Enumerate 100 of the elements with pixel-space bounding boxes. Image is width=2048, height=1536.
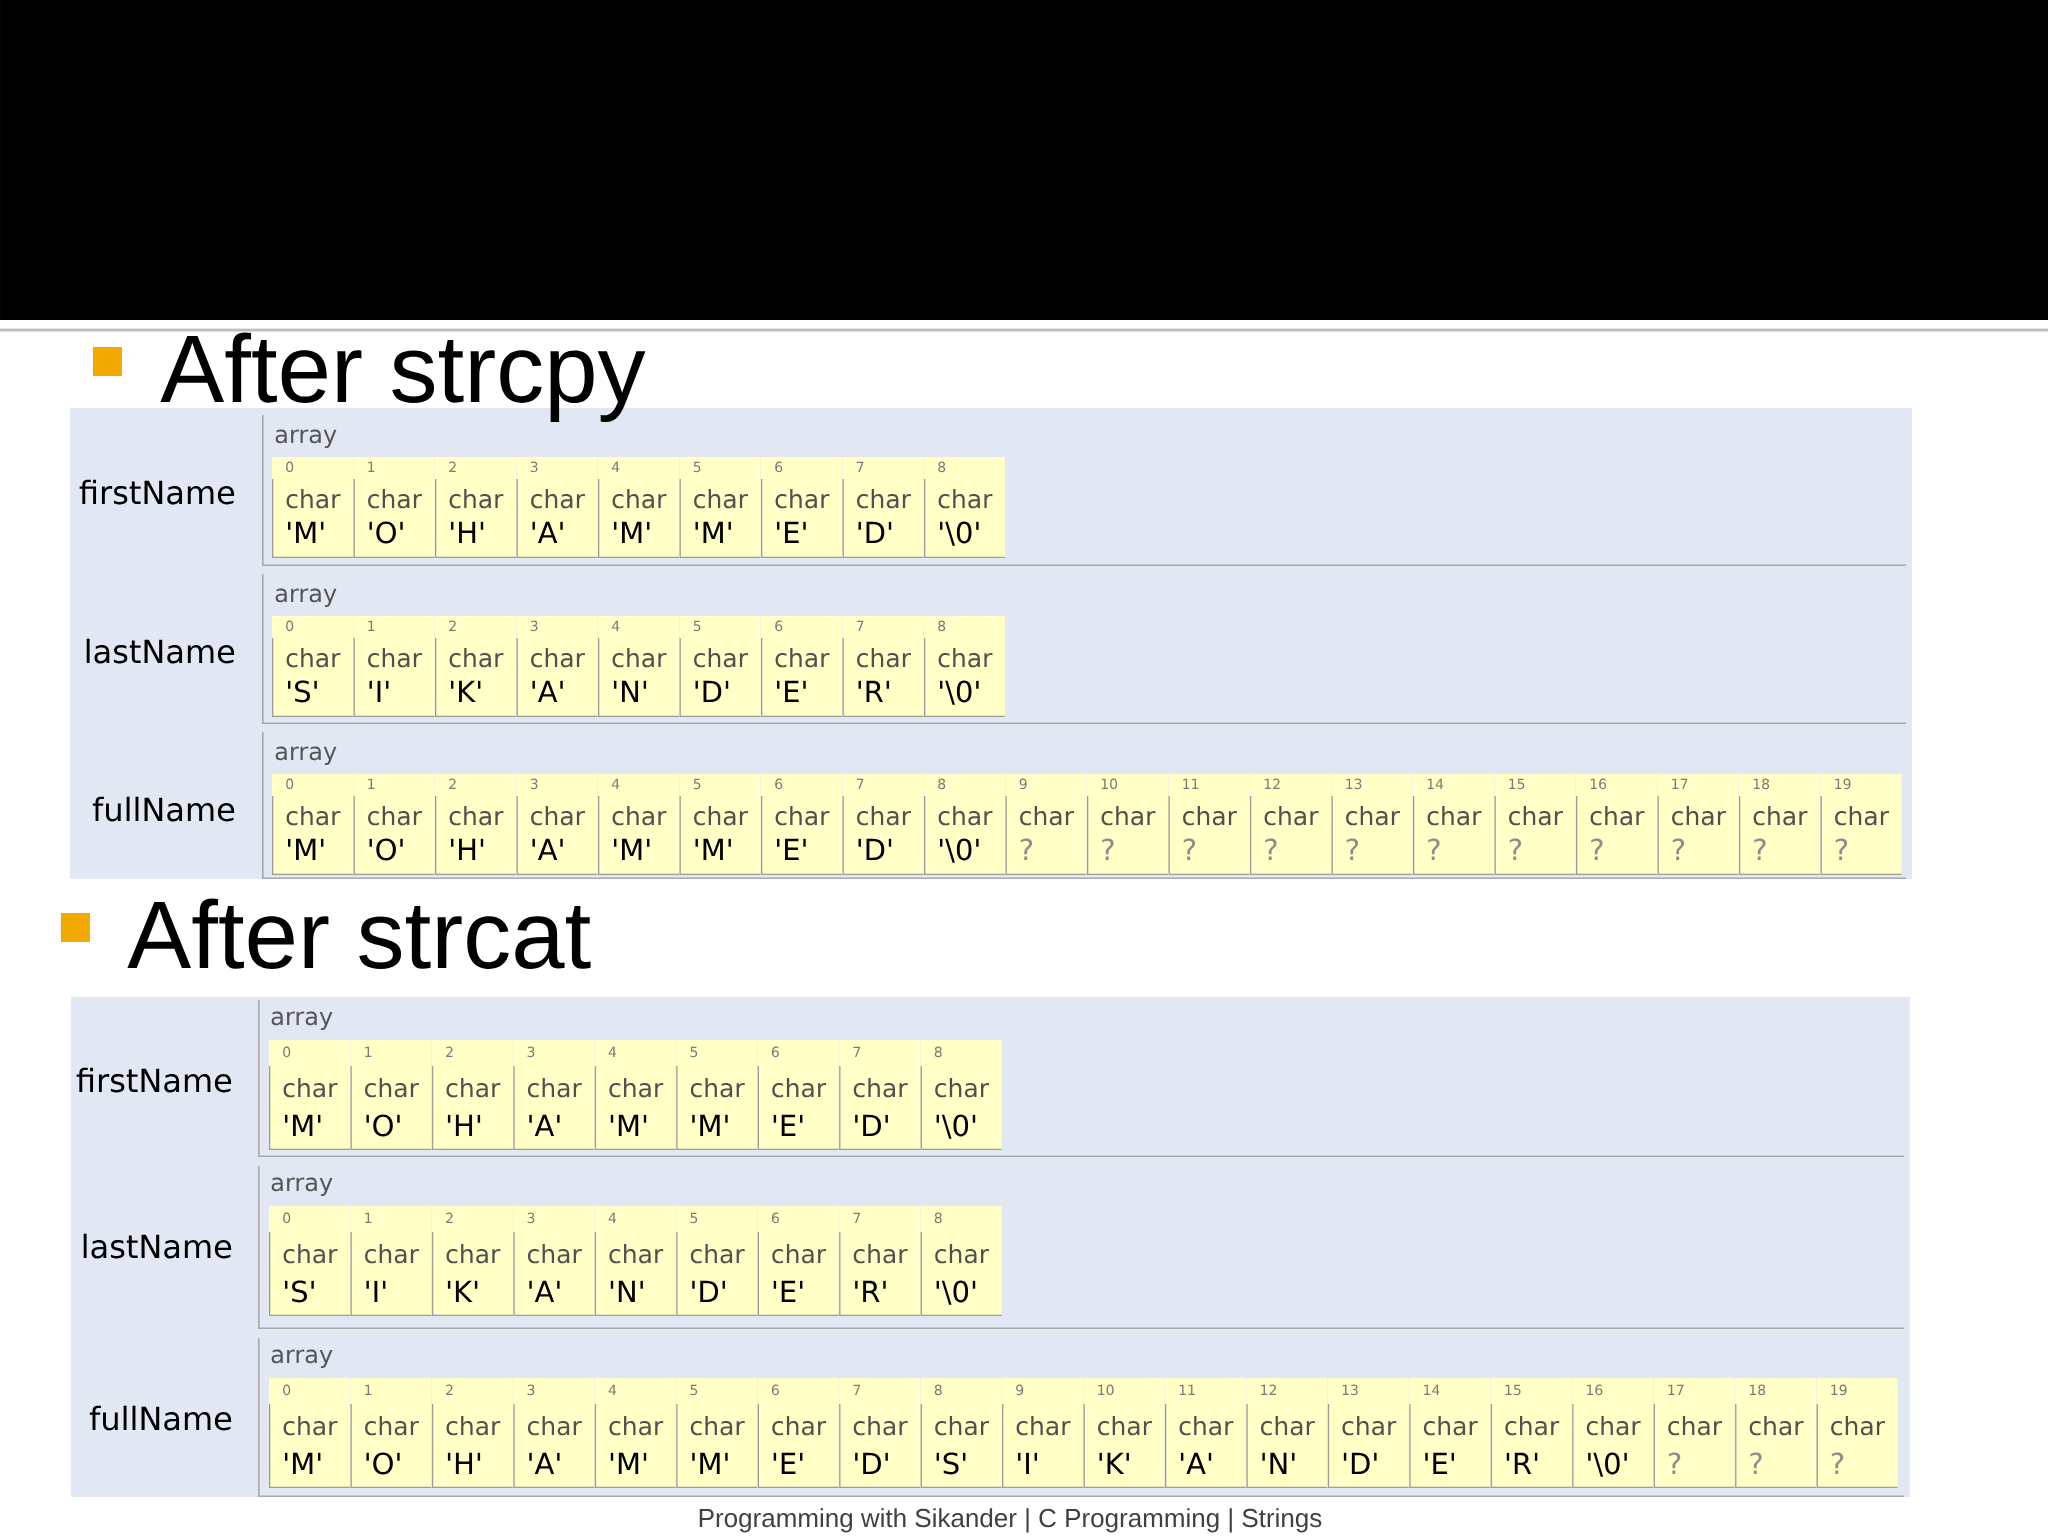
index-number: 12 (1261, 1384, 1277, 1395)
cell-value: 'M' (285, 1114, 321, 1136)
array-cell (757, 1378, 840, 1488)
index-number: 11 (1179, 1384, 1195, 1395)
type-label: char (368, 806, 422, 826)
index-number: 9 (1016, 1384, 1024, 1396)
array-cell (272, 616, 354, 717)
array-cell (676, 1206, 758, 1316)
index-number: 18 (1749, 1384, 1766, 1396)
array-cell (1164, 1378, 1247, 1488)
cell-value: 'M' (692, 1114, 728, 1136)
cell-value: 'D' (855, 1452, 888, 1474)
type-label: char (772, 1244, 827, 1264)
array-cell (269, 1206, 351, 1316)
type-label: char (527, 1416, 582, 1436)
type-label: char (1264, 806, 1319, 826)
index-number: 3 (530, 620, 538, 632)
array-cell (842, 616, 925, 717)
cell-value: '\0' (936, 1114, 976, 1139)
cell-value: '\0' (940, 521, 979, 546)
type-label: char (775, 806, 830, 826)
type-label: char (365, 1244, 419, 1264)
array-cell (1005, 774, 1088, 875)
index-number: 18 (1753, 778, 1770, 790)
type-label: char (612, 489, 667, 509)
cell-value: 'M' (285, 1452, 321, 1474)
index-number: 19 (1831, 1384, 1847, 1396)
type-label: char (1020, 806, 1074, 826)
cell-value: 'A' (529, 1280, 560, 1302)
type-label: char (1101, 806, 1156, 826)
array-cell (272, 774, 354, 875)
index-number: 16 (1590, 778, 1607, 790)
cell-value: 'K' (447, 1280, 478, 1302)
cell-value: 'R' (858, 680, 890, 702)
array-cell (353, 774, 436, 875)
type-label: char (368, 648, 422, 668)
cell-value: 'E' (777, 521, 806, 543)
index-number: 19 (1835, 778, 1851, 790)
index-number: 8 (938, 461, 946, 473)
index-number: 0 (286, 461, 294, 473)
section-heading: After strcat (127, 898, 591, 969)
type-label: char (609, 1078, 664, 1098)
array-cell (757, 1040, 840, 1150)
index-number: 8 (938, 778, 946, 790)
type-label: char (938, 806, 993, 826)
type-label: char (690, 1244, 745, 1264)
cell-value: 'D' (858, 838, 892, 860)
cell-value: 'N' (614, 680, 647, 702)
cell-value: 'M' (288, 521, 324, 543)
type-label: char (772, 1416, 827, 1436)
index-number: 8 (934, 1046, 942, 1058)
index-number: 12 (1264, 778, 1280, 789)
type-label: char (690, 1078, 745, 1098)
array-cell (1413, 774, 1495, 875)
cell-value: ? (1754, 838, 1766, 860)
array-cell (1653, 1378, 1736, 1488)
index-number: 17 (1672, 778, 1688, 789)
cell-value: 'E' (1425, 1452, 1454, 1474)
type-label: char (368, 489, 422, 509)
type-label: char (1668, 1416, 1723, 1436)
index-number: 10 (1101, 778, 1118, 790)
type-label: char (1831, 1416, 1885, 1436)
type-label: char (365, 1416, 419, 1436)
cell-value: 'M' (614, 838, 650, 860)
type-label: char (283, 1416, 338, 1436)
cell-value: 'H' (451, 838, 484, 860)
array-cell (431, 1040, 514, 1150)
array-cell (676, 1040, 758, 1150)
index-number: 3 (530, 778, 538, 790)
index-number: 3 (527, 1384, 535, 1396)
type-label: char (449, 489, 504, 509)
cell-value: 'D' (855, 1114, 888, 1136)
cell-value: 'S' (936, 1452, 966, 1475)
index-number: 16 (1586, 1384, 1603, 1396)
array-cell (350, 1378, 433, 1488)
array-cell (598, 774, 680, 875)
index-number: 7 (856, 461, 864, 472)
cell-value: 'M' (610, 1114, 647, 1136)
cell-value: ? (1509, 838, 1522, 860)
array-cell (924, 616, 1006, 717)
cell-value: 'M' (614, 521, 650, 543)
type-label: char (609, 1416, 664, 1436)
array-cell (1087, 774, 1169, 875)
cell-value: ? (1750, 1452, 1762, 1474)
type-label: char (446, 1416, 501, 1436)
array-cell (679, 457, 762, 558)
cell-value: 'M' (695, 838, 731, 860)
index-number: 2 (449, 778, 456, 789)
array-cell (1735, 1378, 1817, 1488)
index-number: 7 (853, 1046, 861, 1057)
index-number: 1 (368, 778, 375, 789)
cell-value: ? (1102, 838, 1114, 860)
index-number: 0 (283, 1384, 291, 1396)
array-cell (842, 457, 925, 558)
array-cell (1250, 774, 1332, 875)
index-number: 6 (771, 1384, 779, 1396)
index-number: 8 (938, 620, 946, 632)
array-cell (1246, 1378, 1328, 1488)
cell-value: ? (1428, 838, 1440, 860)
cell-value: 'S' (288, 680, 317, 703)
